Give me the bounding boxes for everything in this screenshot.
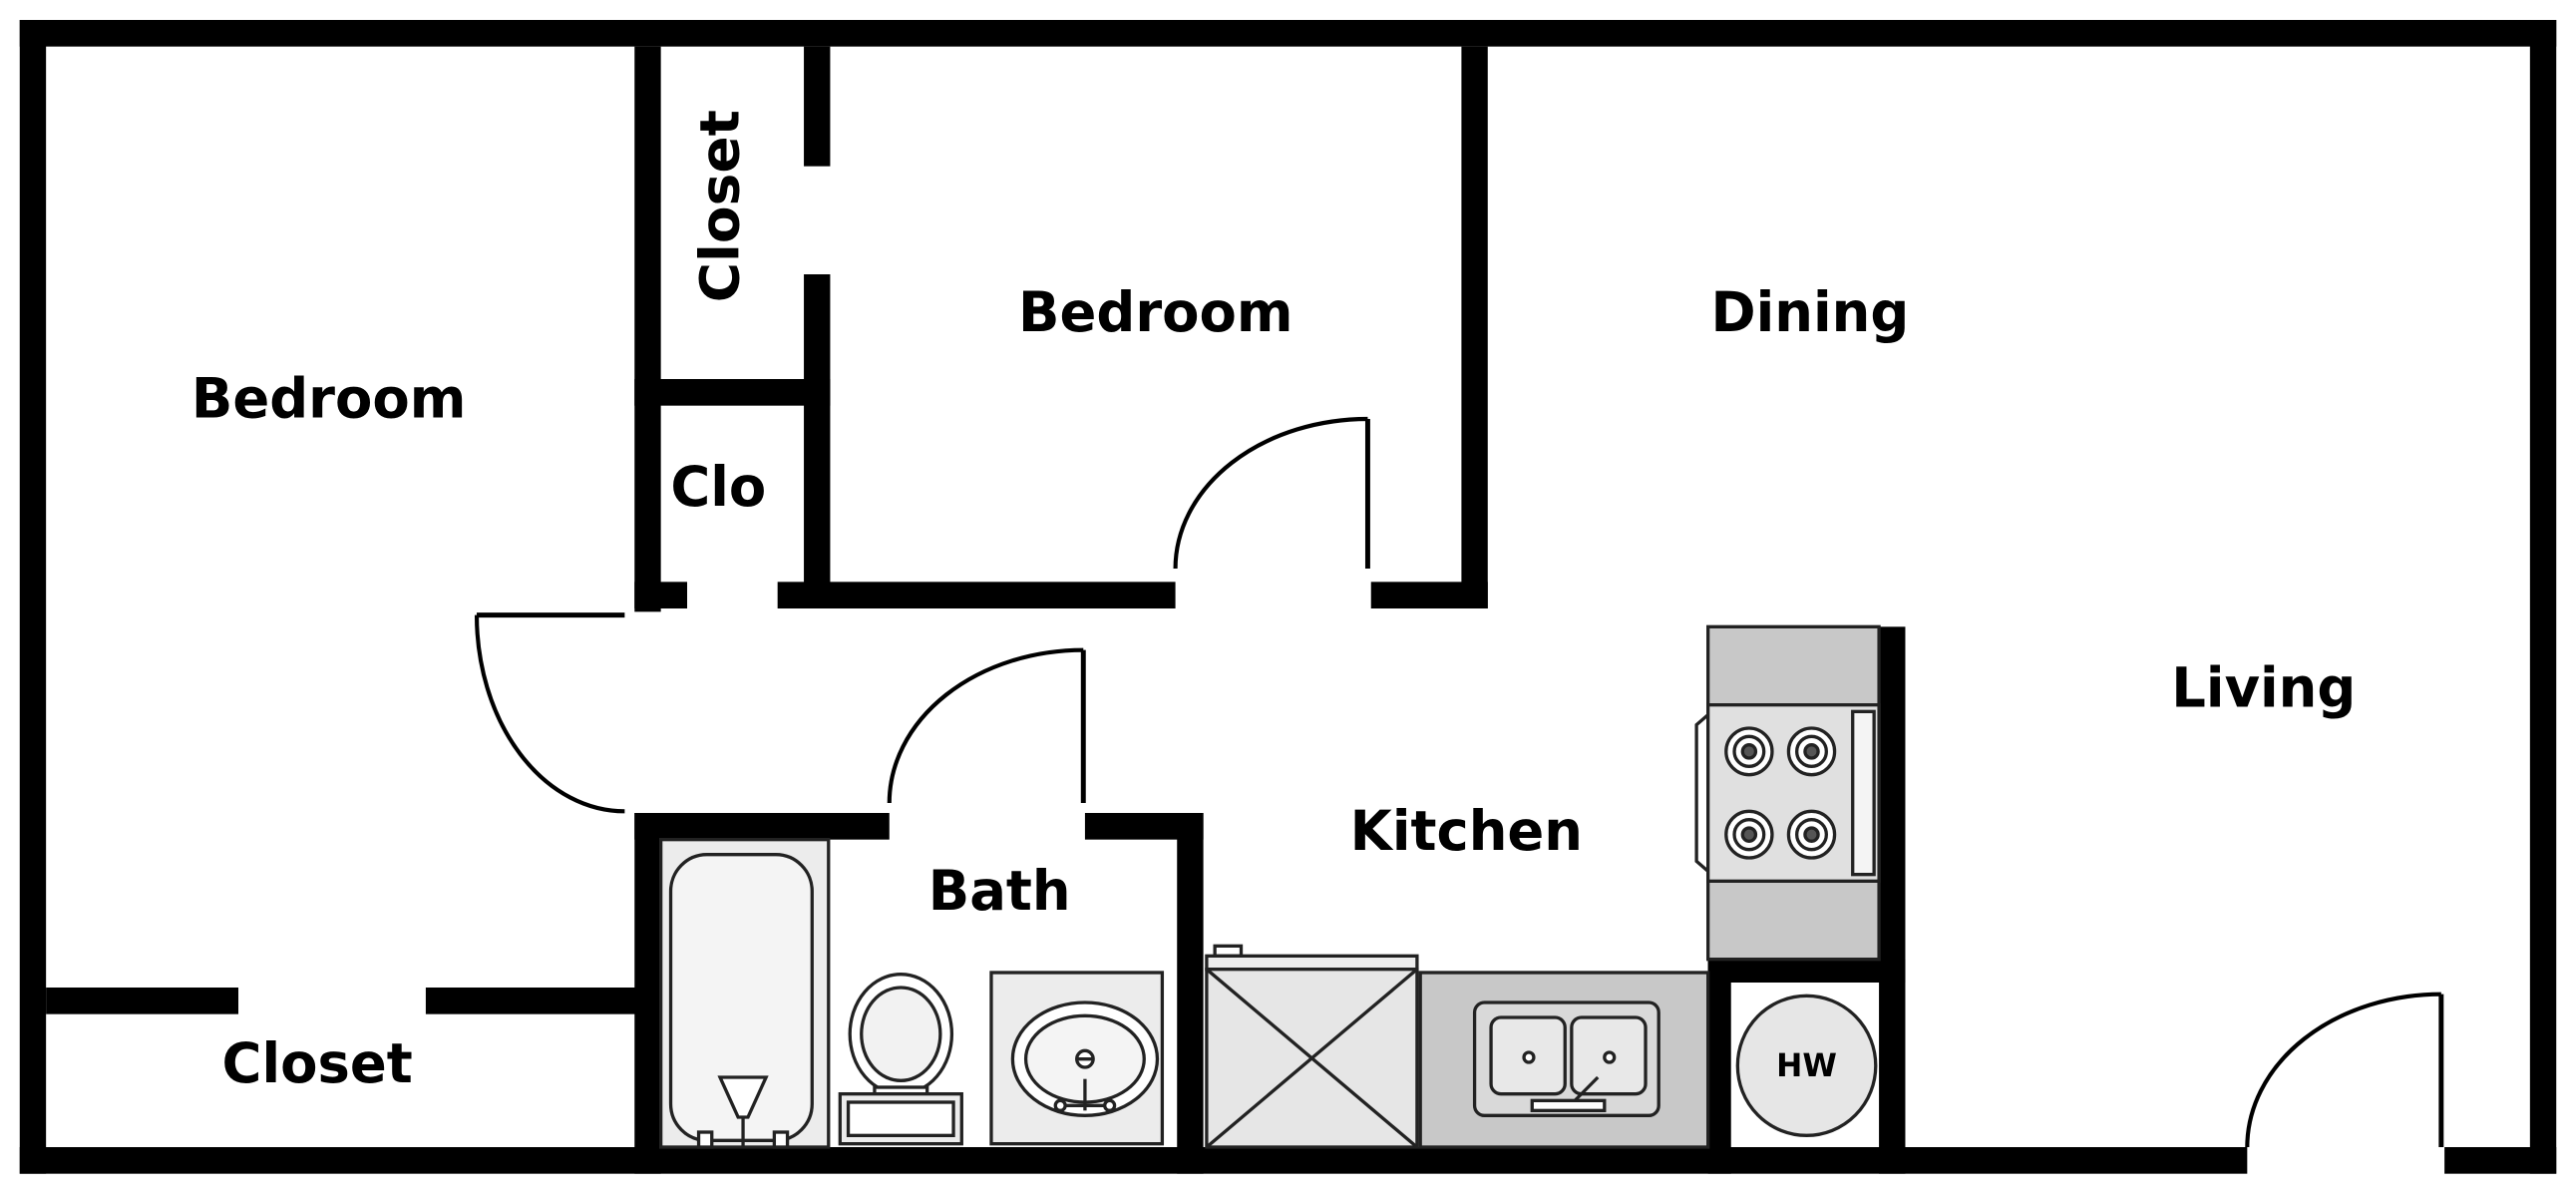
room-labels: Bedroom Bedroom Closet Clo Closet Dining… bbox=[191, 110, 2356, 1095]
room-label-closet-lower: Closet bbox=[222, 1031, 413, 1095]
wall-closet-upper-right-b bbox=[804, 274, 831, 607]
wall-bottom-left bbox=[19, 1147, 2248, 1174]
burner-icon bbox=[1724, 726, 1774, 777]
wall-kitchen-right bbox=[1879, 626, 1906, 1174]
burner-icon bbox=[1724, 809, 1774, 860]
kitchen-fixtures: HW bbox=[1205, 624, 1881, 1149]
room-label-bedroom-left: Bedroom bbox=[191, 366, 466, 430]
wall-bedroom-center-bottom-a bbox=[804, 582, 1176, 608]
room-label-closet-upper: Closet bbox=[688, 110, 752, 302]
door-bath bbox=[887, 647, 1086, 804]
wall-closet-lower-top-b bbox=[425, 988, 661, 1014]
room-label-dining: Dining bbox=[1710, 280, 1909, 344]
wall-closet-divider bbox=[634, 379, 831, 406]
wall-bottom-right bbox=[2444, 1147, 2557, 1174]
wall-bath-right bbox=[1177, 813, 1204, 1174]
room-label-kitchen: Kitchen bbox=[1350, 799, 1583, 863]
toilet-icon bbox=[838, 973, 963, 1146]
kitchen-sink-icon bbox=[1418, 971, 1710, 1149]
bath-sink-icon bbox=[989, 971, 1165, 1146]
wall-hw-left bbox=[1707, 959, 1731, 1174]
wall-hw-top bbox=[1707, 959, 1906, 983]
wall-clo-bottom-a bbox=[634, 582, 688, 608]
bath-fixtures bbox=[658, 838, 1165, 1149]
wall-bedroom-center-right bbox=[1461, 46, 1488, 608]
refrigerator-icon bbox=[1205, 944, 1419, 1149]
burner-icon bbox=[1786, 809, 1837, 860]
burner-icon bbox=[1786, 726, 1837, 777]
room-label-bath: Bath bbox=[928, 859, 1071, 923]
wall-closet-lower-top-a bbox=[46, 988, 239, 1014]
door-entry bbox=[2245, 992, 2444, 1148]
wall-bath-top-a bbox=[634, 813, 890, 840]
wall-top bbox=[19, 20, 2557, 47]
wall-closet-column-left bbox=[634, 46, 661, 612]
interior-walls bbox=[46, 46, 1906, 1174]
doors bbox=[474, 416, 2444, 1148]
room-label-living: Living bbox=[2171, 655, 2356, 719]
wall-bath-left bbox=[634, 813, 661, 1174]
water-heater-icon: HW bbox=[1735, 994, 1878, 1138]
room-label-bedroom-center: Bedroom bbox=[1018, 280, 1292, 344]
bathtub-icon bbox=[658, 838, 831, 1149]
wall-bedroom-center-bottom-b bbox=[1370, 582, 1488, 608]
wall-right bbox=[2529, 20, 2557, 1174]
door-bedroom-left bbox=[474, 612, 625, 814]
exterior-walls bbox=[19, 20, 2557, 1174]
stove-icon bbox=[1694, 624, 1881, 962]
wall-closet-upper-right-a bbox=[804, 46, 831, 167]
room-label-clo: Clo bbox=[670, 455, 766, 519]
water-heater-label: HW bbox=[1776, 1048, 1837, 1084]
door-bedroom-center bbox=[1173, 416, 1370, 570]
wall-left bbox=[19, 20, 47, 1174]
